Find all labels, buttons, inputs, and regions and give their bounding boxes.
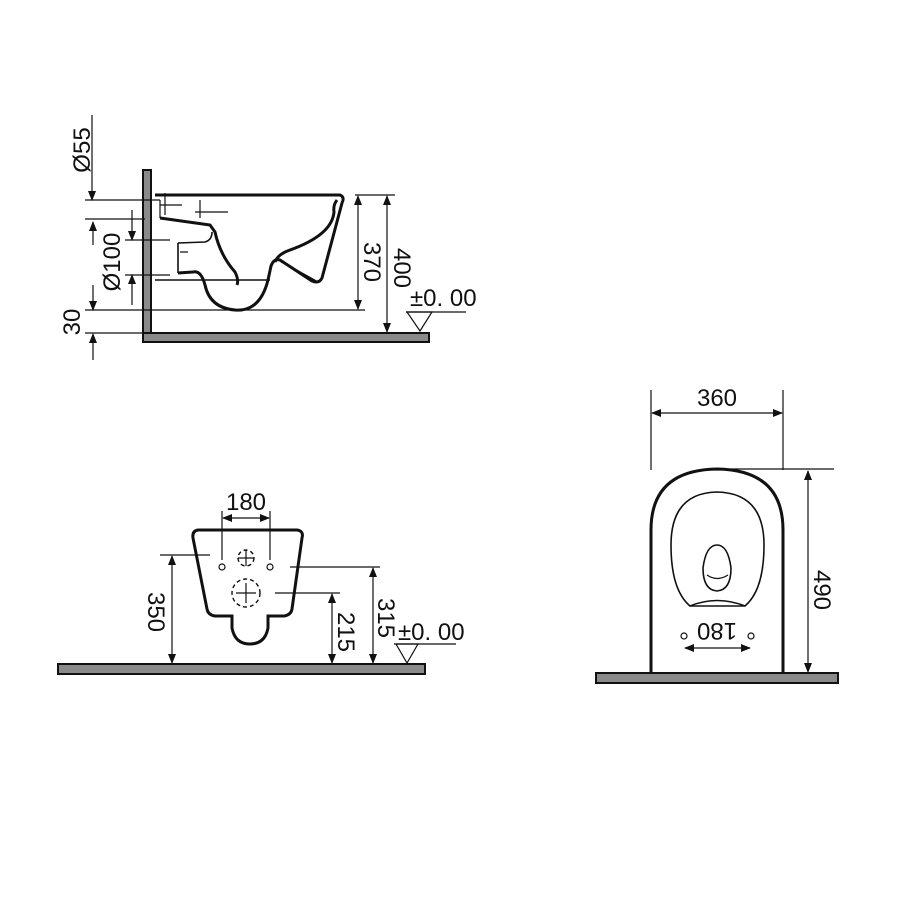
dim-fix-spacing: 180 — [697, 617, 737, 644]
bolt-hole — [266, 563, 274, 571]
outlet-circle — [231, 578, 261, 608]
dim-drain-diameter: Ø55 — [69, 127, 96, 172]
side-view: Ø55 Ø100 30 370 400 ±0. 00 — [59, 115, 477, 360]
seat-opening — [670, 491, 765, 607]
mounting-plate — [191, 528, 304, 646]
toilet-side-profile — [155, 193, 345, 312]
floor — [142, 332, 430, 343]
dim-floor-gap: 30 — [59, 309, 86, 336]
bolt-hole — [218, 563, 226, 571]
wall — [142, 169, 152, 341]
drain-hole — [702, 544, 732, 592]
dim-bolt-spacing: 180 — [226, 489, 266, 516]
dim-depth: 490 — [808, 570, 835, 610]
level-label: ±0. 00 — [398, 619, 465, 646]
front-view: 180 360 490 — [595, 385, 839, 684]
dim-height-top: 350 — [142, 592, 169, 632]
dim-total-height: 400 — [388, 248, 415, 288]
floor — [57, 663, 426, 675]
rear-view: 180 350 215 315 ±0. 00 — [57, 489, 465, 675]
level-triangle-icon — [394, 643, 420, 665]
dim-bowl-height: 370 — [358, 242, 385, 282]
dim-height-bolts: 315 — [372, 598, 399, 638]
dim-height-outlet: 215 — [332, 612, 359, 652]
dim-width: 360 — [697, 385, 737, 412]
level-label: ±0. 00 — [410, 285, 477, 312]
level-triangle-icon — [405, 311, 434, 333]
dim-inlet-diameter: Ø100 — [99, 233, 126, 292]
floor — [595, 672, 839, 684]
